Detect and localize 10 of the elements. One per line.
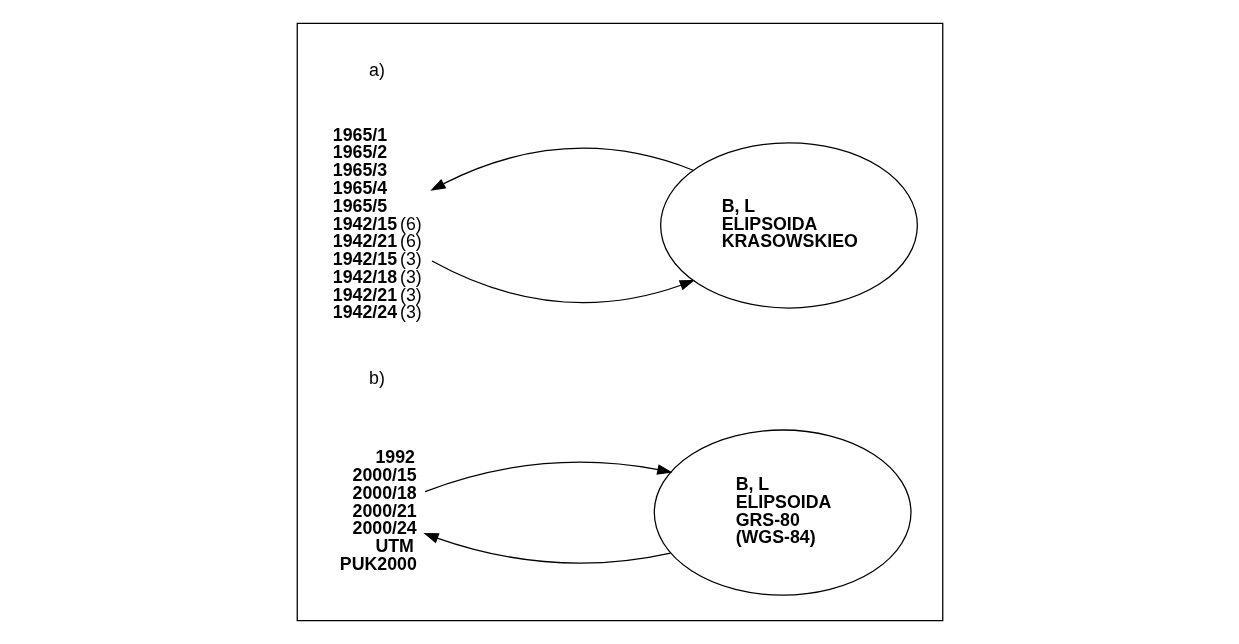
cluster (296, 22, 943, 622)
arrow (424, 461, 672, 493)
arrow (429, 147, 694, 191)
node-text: 1965/1 1965/2 1965/3 1965/4 1965/5 1942/15 (6) 1942/21 (6) 1942/15 (3) 1942/18 (3) 1942/21 (3) 1942/24 (3) (332, 124, 422, 323)
arrow (422, 533, 671, 564)
label: b) (368, 367, 385, 388)
label: a) (368, 60, 385, 81)
node-text: 1992 2000/15 2000/18 2000/21 2000/24 UTM PUK2000 (339, 447, 417, 575)
arrow (430, 260, 695, 304)
node-ellipse: B, L ELIPSOIDA KRASOWSKIEO (659, 142, 918, 309)
